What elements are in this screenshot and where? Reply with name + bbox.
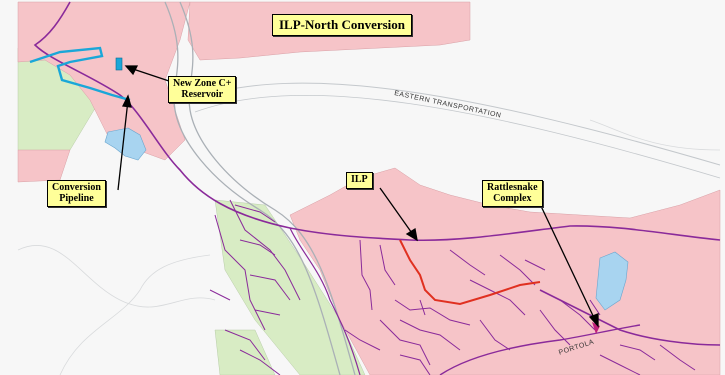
leader-arrows xyxy=(117,65,599,328)
faint-trail-2 xyxy=(59,254,211,375)
faint-trail-3 xyxy=(589,119,721,151)
purple-road-south xyxy=(289,227,361,375)
ilp-pipeline-line xyxy=(399,239,541,306)
neighborhood-streets-central xyxy=(344,239,546,375)
neighborhood-streets-east xyxy=(539,299,696,375)
lake-rattlesnake xyxy=(595,251,629,311)
purple-road-portola xyxy=(439,324,641,375)
eastern-transport-road xyxy=(189,82,721,166)
rattlesnake-complex-callout: Rattlesnake Complex xyxy=(482,180,543,207)
new-zone-reservoir-callout: New Zone C+ Reservoir xyxy=(168,76,237,103)
zone-callout-line-2: Reservoir xyxy=(181,88,224,100)
conversion-pipeline-line xyxy=(29,46,131,102)
faint-trail-1 xyxy=(17,244,216,308)
neighborhood-streets-west xyxy=(209,199,301,375)
zone-callout-line-1: New Zone C+ xyxy=(173,78,232,89)
rattle-callout-line-2: Complex xyxy=(493,192,532,204)
eastern-transport-road-2 xyxy=(194,94,721,179)
rattle-callout-line-1: Rattlesnake xyxy=(487,182,538,193)
lake-west xyxy=(104,127,147,161)
purple-road-east xyxy=(539,289,721,346)
conversion-pipeline-callout: Conversion Pipeline xyxy=(47,180,106,207)
map-title: ILP-North Conversion xyxy=(272,14,413,36)
pipeline-callout-line-2: Pipeline xyxy=(59,192,94,204)
pipeline-callout-line-1: Conversion xyxy=(52,182,101,193)
new-reservoir-marker xyxy=(115,57,123,71)
highway-outer xyxy=(164,1,341,375)
highway-inner xyxy=(179,1,356,375)
ilp-callout: ILP xyxy=(346,172,373,189)
